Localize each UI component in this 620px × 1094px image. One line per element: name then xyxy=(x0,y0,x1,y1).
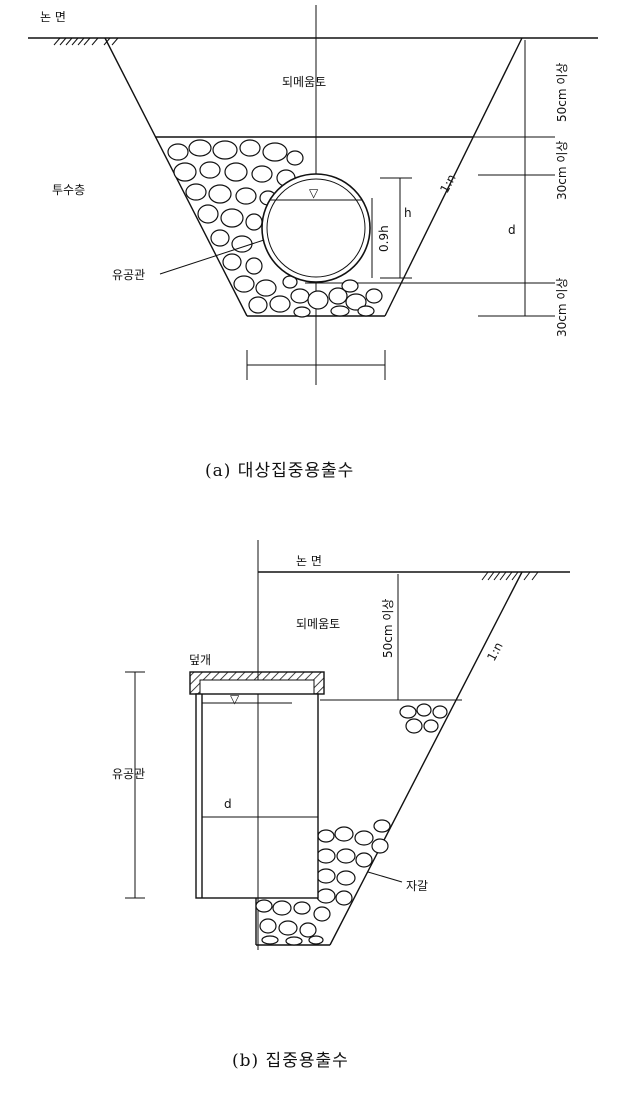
dim-mid-label-a: 30cm 이상 xyxy=(555,141,569,200)
perforated-pipe-inner-a xyxy=(266,178,366,278)
ground-hatch-b xyxy=(481,571,539,581)
backfill-label-a: 되메움토 xyxy=(282,75,326,89)
dim-top-label-b: 50cm 이상 xyxy=(381,599,395,658)
perforated-pipe-a xyxy=(261,173,371,283)
gravel-leader-b xyxy=(367,871,403,883)
dim-09h-label: 0.9h xyxy=(377,225,391,252)
ground-label-a: 논 면 xyxy=(40,10,66,24)
caption-a: (a) 대상집중용출수 xyxy=(205,461,354,481)
cover-lid-inner-b xyxy=(199,679,315,695)
backfill-label-b: 되메움토 xyxy=(296,617,340,631)
dim-h-label: h xyxy=(404,206,412,220)
water-symbol-b: ▽ xyxy=(230,692,240,706)
water-symbol-a: ▽ xyxy=(309,186,319,200)
gravel-b-lower xyxy=(255,819,391,946)
slope-label-a: 1:n xyxy=(437,172,458,196)
perforated-pipe-b xyxy=(195,693,319,899)
figure-b: 논 면 xyxy=(112,540,570,1071)
perforated-pipe-label-a: 유공관 xyxy=(112,268,145,282)
slope-label-b: 1:n xyxy=(484,640,505,664)
ground-label-b: 논 면 xyxy=(296,554,322,568)
permeable-layer-label-a: 투수층 xyxy=(52,183,85,197)
dim-d-label-b: d xyxy=(224,797,232,811)
dim-top-label-a: 50cm 이상 xyxy=(555,63,569,122)
trench-wall-right-a xyxy=(384,37,523,317)
figure-a: 논 면 xyxy=(28,5,598,481)
perforated-pipe-label-b: 유공관 xyxy=(112,767,145,781)
gravel-label-b: 자갈 xyxy=(406,879,428,893)
caption-b: (b) 집중용출수 xyxy=(232,1051,349,1071)
gravel-a xyxy=(167,139,383,318)
trench-wall-b xyxy=(329,571,523,946)
pipe-leader-a xyxy=(159,239,265,275)
dim-ticks-a xyxy=(520,136,530,284)
dim-bottom-label-a: 30cm 이상 xyxy=(555,278,569,337)
dim-d-label-a: d xyxy=(508,223,516,237)
gravel-b-upper xyxy=(399,703,448,734)
cover-label-b: 덮개 xyxy=(189,653,211,667)
